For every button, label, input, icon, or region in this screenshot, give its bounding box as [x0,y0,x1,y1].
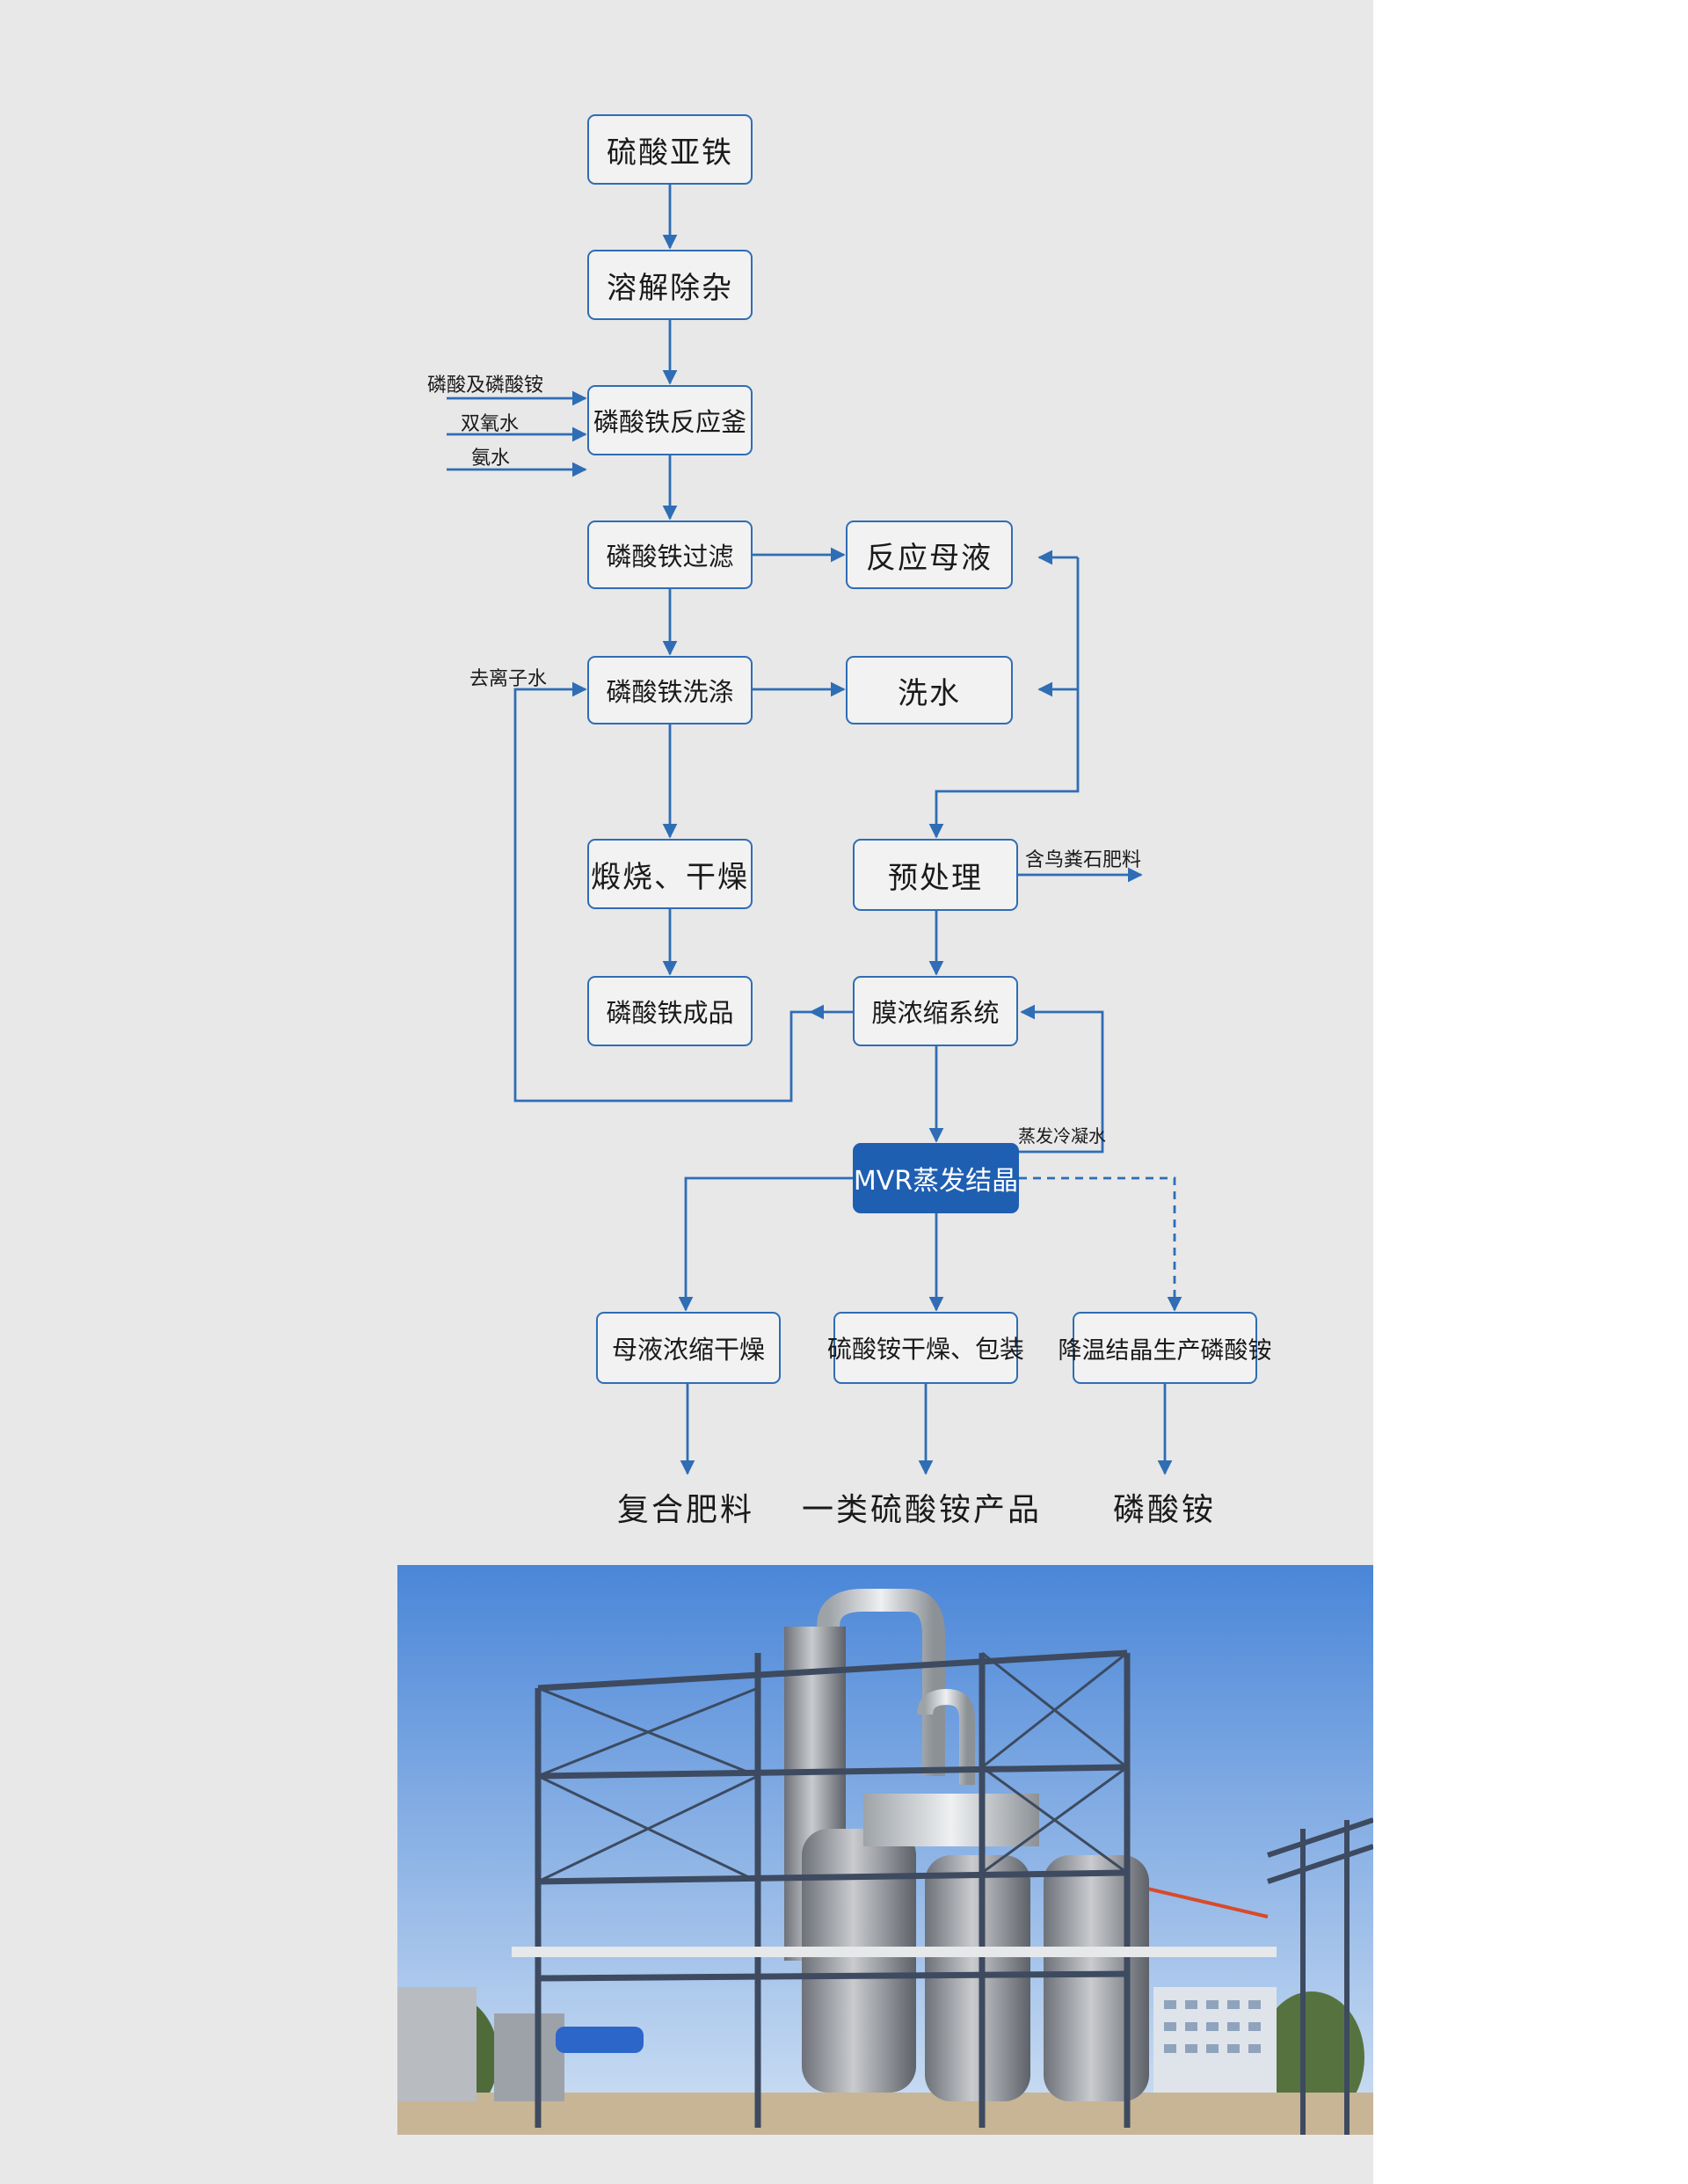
box-iron-phosphate-product: 磷酸铁成品 [587,976,753,1046]
box-calcine-dry: 煅烧、干燥 [587,839,753,909]
arrow-mvr-to-coolcrystal [1019,1176,1182,1312]
output-ammonium-sulfate-product: 一类硫酸铵产品 [802,1492,1043,1528]
label-evaporation-condensate: 蒸发冷凝水 [1018,1125,1106,1147]
box-reaction-mother-liquor: 反应母液 [846,521,1013,589]
box-cool-crystallization: 降温结晶生产磷酸铵 [1059,1312,1272,1384]
box-ferrous-sulfate: 硫酸亚铁 [587,114,753,185]
box-iron-phosphate-washing: 磷酸铁洗涤 [587,656,753,724]
mvr-plant-illustration [397,1565,1373,2135]
flow-connectors [447,185,1182,1475]
arrow-mvr-to-motherdry [678,1176,853,1312]
output-compound-fertilizer: 复合肥料 [617,1492,755,1528]
label-struvite-fertilizer: 含鸟粪石肥料 [1025,849,1142,871]
label-ammonia-water: 氨水 [471,448,511,470]
box-mother-liquor-dry: 母液浓缩干燥 [596,1312,781,1384]
box-membrane-concentration: 膜浓缩系统 [853,976,1018,1046]
label-deionized-water: 去离子水 [469,668,548,690]
box-mvr-evaporation: MVR蒸发结晶 [853,1143,1019,1213]
box-dissolve-impurity: 溶解除杂 [587,250,753,320]
box-iron-phosphate-filter: 磷酸铁过滤 [587,521,753,589]
label-phosphoric-inputs: 磷酸及磷酸铵 [427,375,544,397]
box-wash-water: 洗水 [846,656,1013,724]
output-ammonium-phosphate: 磷酸铵 [1113,1492,1217,1528]
box-ammonium-sulfate-dry: 硫酸铵干燥、包装 [827,1312,1024,1384]
condensate-return-line [1019,1004,1104,1154]
return-bracket-line [928,557,1080,839]
box-iron-phosphate-reactor: 磷酸铁反应釜 [587,385,753,455]
box-pretreatment: 预处理 [853,839,1018,911]
label-hydrogen-peroxide: 双氧水 [461,413,520,435]
plant-photo [397,1565,1373,2135]
deionized-water-loop [513,681,853,1103]
